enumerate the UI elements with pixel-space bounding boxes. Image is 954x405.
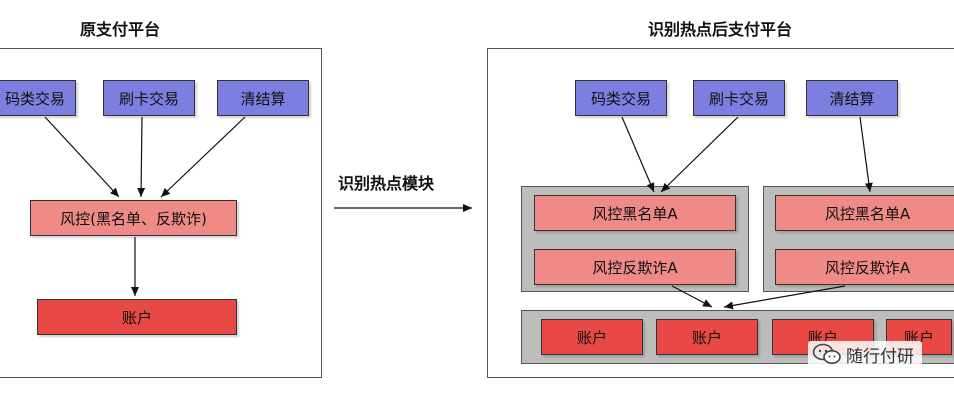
left-risk-control-box: 风控(黑名单、反欺诈) [30, 200, 237, 236]
right-account-1: 账户 [541, 319, 643, 355]
risk-group-2-antifraud: 风控反欺诈A [775, 249, 954, 285]
left-account-box: 账户 [37, 299, 237, 335]
wechat-icon [812, 343, 842, 365]
watermark-text: 随行付研 [846, 346, 914, 367]
watermark: 随行付研 [808, 341, 922, 367]
left-source-card-transaction: 刷卡交易 [103, 80, 195, 116]
left-panel-title: 原支付平台 [80, 20, 161, 39]
risk-group-1-antifraud: 风控反欺诈A [534, 249, 736, 285]
right-source-code-transaction: 码类交易 [575, 80, 667, 116]
right-source-settlement: 清结算 [806, 80, 898, 116]
right-account-2: 账户 [656, 319, 758, 355]
risk-group-2-blacklist: 风控黑名单A [775, 195, 954, 231]
identify-hotspot-module-label: 识别热点模块 [338, 174, 435, 193]
right-panel-title: 识别热点后支付平台 [648, 20, 793, 39]
left-source-code-transaction: 码类交易 [0, 80, 76, 116]
risk-group-1-blacklist: 风控黑名单A [534, 195, 736, 231]
right-source-card-transaction: 刷卡交易 [693, 80, 785, 116]
left-source-settlement: 清结算 [217, 80, 309, 116]
